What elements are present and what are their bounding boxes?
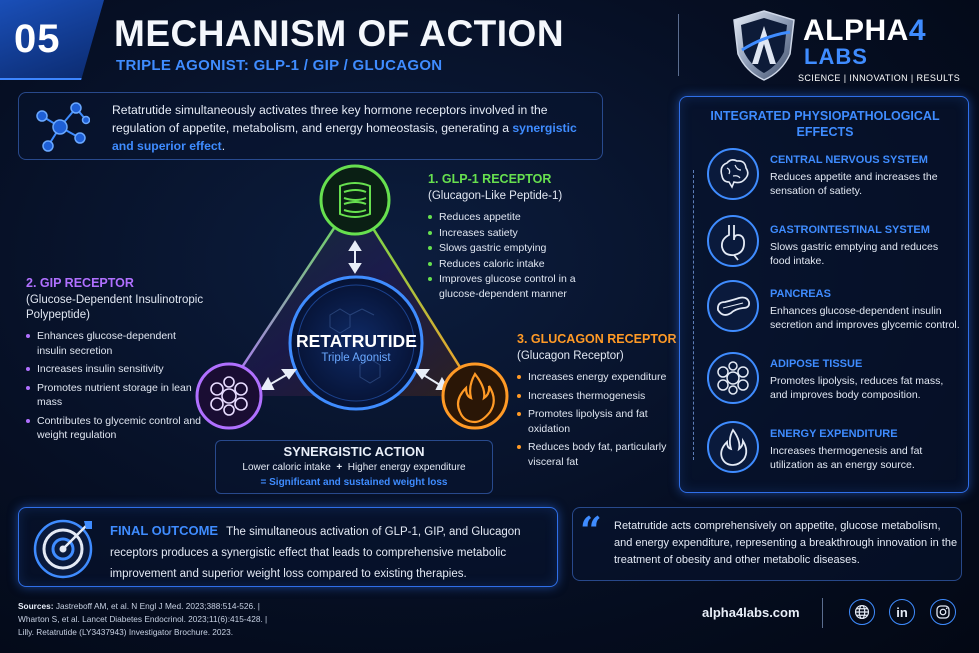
stomach-icon [707,215,759,267]
final-outcome-label: FINAL OUTCOME [110,523,219,538]
glucagon-title: 3. GLUCAGON RECEPTOR [517,332,677,346]
list-item: Increases thermogenesis [517,389,677,404]
list-item: Increases insulin sensitivity [26,362,206,377]
center-subtitle: Triple Agonist [321,352,391,364]
effect-title: CENTRAL NERVOUS SYSTEM [770,154,928,166]
effect-desc: Increases thermogenesis and fat utilizat… [770,445,923,471]
logo-labs: LABS [804,44,868,69]
target-icon [33,519,93,579]
effect-desc: Promotes lipolysis, reduces fat mass, an… [770,375,944,401]
list-item: Enhances glucose-dependent insulin secre… [26,329,206,358]
logo-tagline: SCIENCE | INNOVATION | RESULTS [798,73,961,83]
shield-logo-icon [733,10,795,81]
effect-desc: Enhances glucose-dependent insulin secre… [770,305,960,331]
effect-desc: Slows gastric emptying and reduces food … [770,241,939,267]
glucagon-receptor-block: 3. GLUCAGON RECEPTOR (Glucagon Receptor)… [517,332,677,473]
effect-title: ENERGY EXPENDITURE [770,428,898,440]
quote-mark-icon: “ [580,508,602,553]
molecule-icon [36,102,90,152]
list-item: Increases energy expenditure [517,370,677,385]
flame-icon [707,421,759,473]
effect-desc: Reduces appetite and increases the sensa… [770,171,938,197]
glp1-title: 1. GLP-1 RECEPTOR [428,172,552,186]
effects-timeline [693,170,694,460]
arrows [260,240,450,390]
website-link[interactable]: alpha4labs.com [702,605,800,620]
pancreas-icon [707,280,759,332]
glp1-receptor-block: 1. GLP-1 RECEPTOR (Glucagon-Like Peptide… [428,172,608,302]
final-outcome-box [18,507,558,587]
list-item: Reduces caloric intake [428,257,608,272]
effect-title: PANCREAS [770,288,831,300]
cells-icon [210,376,248,416]
synergy-line: Lower caloric intake + Higher energy exp… [242,462,466,473]
intro-highlight: synergistic and superior effect [112,121,577,153]
header-divider [678,14,679,76]
gip-subtitle: (Glucose-Dependent Insulinotropic Polype… [26,294,204,321]
footer-divider [822,598,823,628]
effect-title: GASTROINTESTINAL SYSTEM [770,224,930,236]
intro-box [18,92,603,160]
page-title: MECHANISM OF ACTION [114,13,565,54]
section-number: 05 [14,17,61,61]
glp1-subtitle: (Glucagon-Like Peptide-1) [428,190,563,202]
globe-icon[interactable] [849,599,875,625]
quote-text: Retatrutide acts comprehensively on appe… [614,520,958,566]
list-item: Reduces body fat, particularly visceral … [517,440,677,469]
instagram-icon[interactable] [930,599,956,625]
brain-icon [707,148,759,200]
triple-agonist-diagram [195,164,509,430]
quote-box [572,507,962,581]
gip-title: 2. GIP RECEPTOR [26,276,134,290]
linkedin-icon[interactable]: in [889,599,915,625]
intestine-icon [339,182,371,218]
list-item: Promotes nutrient storage in lean mass [26,381,206,410]
section-number-tab [0,0,104,80]
gip-node [195,362,263,430]
sources: Sources: Jastreboff AM, et al. N Engl J … [18,601,268,637]
list-item: Reduces appetite [428,210,608,225]
effect-title: ADIPOSE TISSUE [770,358,863,370]
synergy-title: SYNERGISTIC ACTION [283,444,425,459]
retatrutide-core [288,275,424,411]
effects-title: INTEGRATED PHYSIOPATHOLOGICAL EFFECTS [710,109,940,139]
list-item: Promotes lipolysis and fat oxidation [517,407,677,436]
list-item: Contributes to glycemic control and weig… [26,414,206,443]
logo-name: ALPHA4 [803,14,927,47]
molecule-bg-icon [329,308,381,384]
page-subtitle: TRIPLE AGONIST: GLP-1 / GIP / GLUCAGON [116,57,443,74]
synergy-box [215,440,493,494]
edge-glp1-gip [221,197,356,397]
center-title: RETATRUTIDE [296,331,417,351]
intro-text: Retatrutide simultaneously activates thr… [112,103,577,153]
gip-receptor-block: 2. GIP RECEPTOR (Glucose-Dependent Insul… [26,276,206,447]
list-item: Slows gastric emptying [428,241,608,256]
list-item: Increases satiety [428,226,608,241]
edge-glp1-glucagon [352,197,480,397]
flame-icon [456,372,495,424]
synergy-result: = Significant and sustained weight loss [260,477,448,488]
list-item: Improves glucose control in a glucose-de… [428,272,608,301]
glucagon-subtitle: (Glucagon Receptor) [517,350,624,362]
fat-cells-icon [707,352,759,404]
